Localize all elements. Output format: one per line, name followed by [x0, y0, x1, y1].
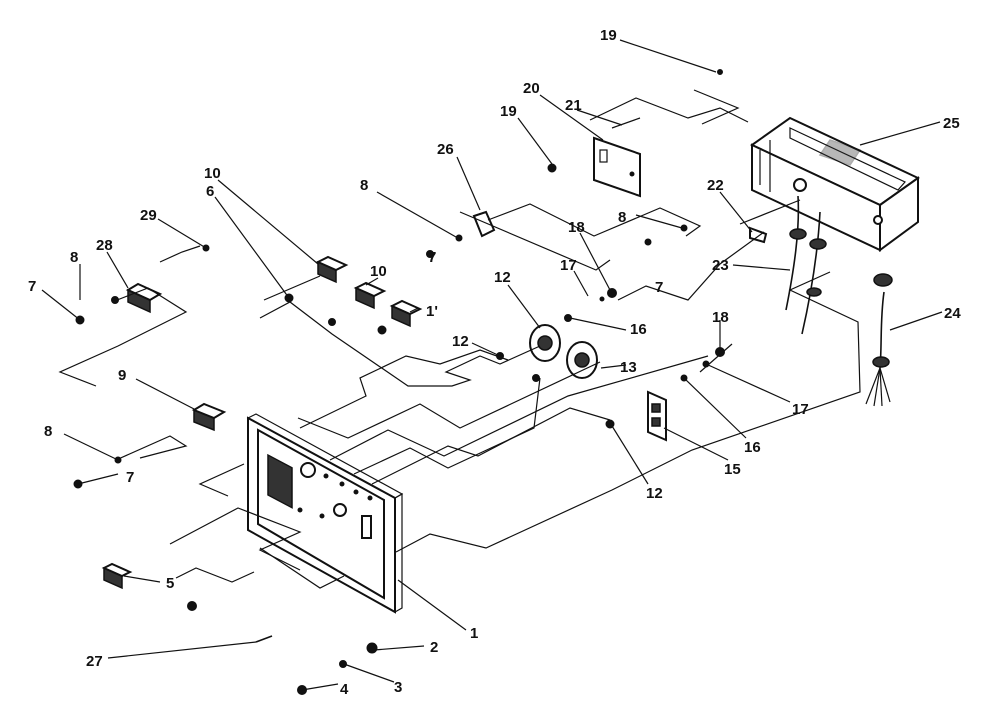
switch-10a [315, 255, 349, 284]
control-panel [246, 413, 404, 614]
label-13: 13 [620, 359, 637, 376]
switch-11 [389, 299, 423, 328]
outlet-15 [647, 390, 667, 442]
label-10-mid: 10 [370, 263, 387, 280]
label-28: 28 [96, 237, 113, 254]
label-12-lower: 12 [646, 485, 663, 502]
label-19-top: 19 [600, 27, 617, 44]
label-21: 21 [565, 97, 582, 114]
label-17-right: 17 [792, 401, 809, 418]
label-1: 1 [470, 625, 478, 642]
label-8-left: 8 [70, 249, 78, 266]
wiring-harness [58, 89, 861, 589]
label-29: 29 [140, 207, 157, 224]
label-23: 23 [712, 257, 729, 274]
switch-5 [101, 562, 133, 590]
switch-28 [125, 282, 163, 314]
label-2: 2 [430, 639, 438, 656]
label-4: 4 [340, 681, 349, 698]
bracket-22 [749, 226, 768, 244]
label-10-left: 10 [204, 165, 221, 182]
label-20: 20 [523, 80, 540, 97]
label-11: 1' [426, 303, 438, 320]
label-8-upper: 8 [360, 177, 368, 194]
label-7-lower: 7 [126, 469, 134, 486]
label-27: 27 [86, 653, 103, 670]
label-6: 6 [206, 183, 214, 200]
label-8-right: 8 [618, 209, 626, 226]
label-5: 5 [166, 575, 174, 592]
switch-10b [353, 281, 387, 310]
cable-24 [865, 273, 893, 407]
label-26: 26 [437, 141, 454, 158]
label-7-mid: 7 [428, 249, 436, 266]
circuit-board [593, 117, 641, 198]
label-25: 25 [943, 115, 960, 132]
receptacle-12 [529, 324, 561, 362]
label-16-mid: 16 [630, 321, 647, 338]
label-17-mid: 17 [560, 257, 577, 274]
label-8-lower: 8 [44, 423, 52, 440]
label-19-mid: 19 [500, 103, 517, 120]
clip-26 [472, 210, 496, 238]
receptacle-13 [566, 341, 598, 379]
label-22: 22 [707, 177, 724, 194]
label-15: 15 [724, 461, 741, 478]
label-24: 24 [944, 305, 961, 322]
label-18-right: 18 [712, 309, 729, 326]
leader-lines [41, 39, 943, 691]
label-7-left: 7 [28, 278, 36, 295]
rear-housing [750, 116, 920, 252]
label-3: 3 [394, 679, 402, 696]
label-12-upper: 12 [494, 269, 511, 286]
label-16-right: 16 [744, 439, 761, 456]
cable-23 [785, 195, 827, 335]
part-labels: 19 21 20 19 25 26 8 8 22 18 23 24 10 6 2… [28, 27, 961, 698]
label-18-upper: 18 [568, 219, 585, 236]
label-9: 9 [118, 367, 126, 384]
label-7-right: 7 [655, 279, 663, 296]
switch-9 [191, 402, 227, 432]
label-12-left: 12 [452, 333, 469, 350]
